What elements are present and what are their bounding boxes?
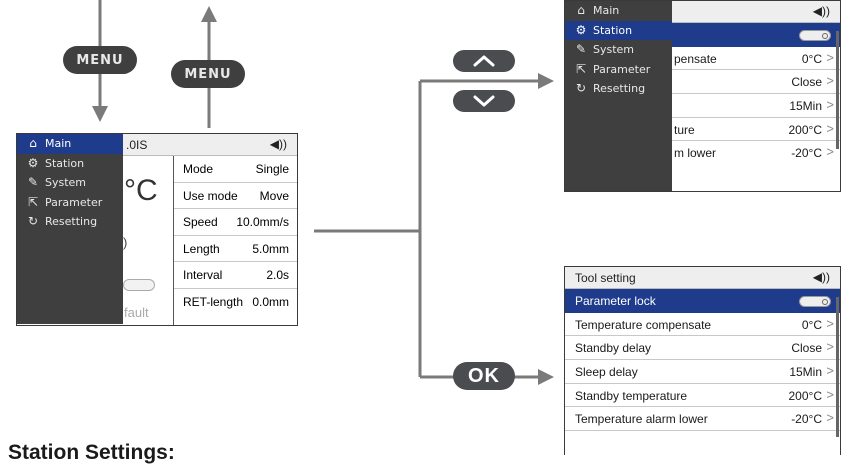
reset-icon: ↻ [575,81,587,95]
chevron-down-icon [473,95,495,107]
main-screen-title: .0IS [126,138,148,152]
chevron-right-icon: > [826,49,834,65]
menu-item-main[interactable]: ⌂Main [17,134,123,154]
share-icon: ⇱ [27,194,39,209]
settings-row[interactable]: 15Min> [565,94,840,118]
menu-item-resetting[interactable]: ↻Resetting [575,81,646,95]
chevron-right-icon: > [826,339,834,355]
scrollbar[interactable] [836,297,839,437]
menu-button-down[interactable]: MENU [63,46,137,74]
home-icon: ⌂ [577,3,585,17]
settings-row[interactable]: m lower-20°C> [674,144,834,161]
chevron-right-icon: > [826,386,834,402]
temperature-unit: °C [124,174,158,207]
lock-toggle[interactable] [799,30,831,41]
share-icon: ⇱ [575,61,587,76]
side-menu: ⌂Main ⚙Station ✎System ⇱Parameter ↻Reset… [565,1,672,191]
wrench-icon: ✎ [575,42,587,56]
chevron-right-icon: > [826,73,834,89]
gear-icon: ⚙ [27,155,39,170]
menu-item-station[interactable]: ⚙Station [27,155,85,170]
side-menu: ⌂Main ⚙Station ✎System ⇱Parameter ↻Reset… [17,134,123,324]
chevron-right-icon: > [826,315,834,331]
gear-icon: ⚙ [575,22,587,37]
screen-title: Tool setting [575,271,636,285]
status-mark: ) [123,235,128,250]
down-button[interactable] [453,90,515,112]
home-icon: ⌂ [29,136,37,150]
menu-item-parameter[interactable]: ⇱Parameter [575,61,651,76]
chevron-right-icon: > [826,144,834,160]
menu-item-parameter[interactable]: ⇱Parameter [27,194,103,209]
menu-item-system[interactable]: ✎System [575,42,635,56]
chevron-right-icon: > [826,120,834,136]
chevron-up-icon [473,55,495,67]
menu-item-station[interactable]: ⚙Station [565,20,672,40]
chevron-right-icon: > [826,410,834,426]
ok-button[interactable]: OK [453,362,515,390]
speaker-icon: ◀)) [812,4,830,18]
section-heading: Station Settings: [8,441,175,464]
speaker-icon: ◀)) [812,270,830,284]
scrollbar[interactable] [836,31,839,149]
wrench-icon: ✎ [27,175,39,189]
settings-row[interactable]: Parameter lock [565,289,840,313]
menu-item-resetting[interactable]: ↻Resetting [27,214,98,228]
menu-button-up[interactable]: MENU [171,60,245,88]
fault-label: fault [124,305,149,320]
reset-icon: ↻ [27,214,39,228]
menu-item-main[interactable]: ⌂Main [565,1,672,21]
speaker-icon: ◀)) [269,137,287,151]
chevron-right-icon: > [826,363,834,379]
settings-row[interactable]: Close> [565,70,840,95]
tool-setting-titlebar: Tool setting ◀)) [565,267,840,289]
menu-item-system[interactable]: ✎System [27,175,87,189]
up-button[interactable] [453,50,515,72]
main-toggle[interactable] [123,279,155,291]
chevron-right-icon: > [826,97,834,113]
parameter-lock-toggle[interactable] [799,296,831,307]
tool-setting-screen: Tool setting ◀)) Parameter lock Temperatu… [564,266,841,455]
settings-row[interactable]: Temperature alarm lower-20°C> [565,407,840,432]
